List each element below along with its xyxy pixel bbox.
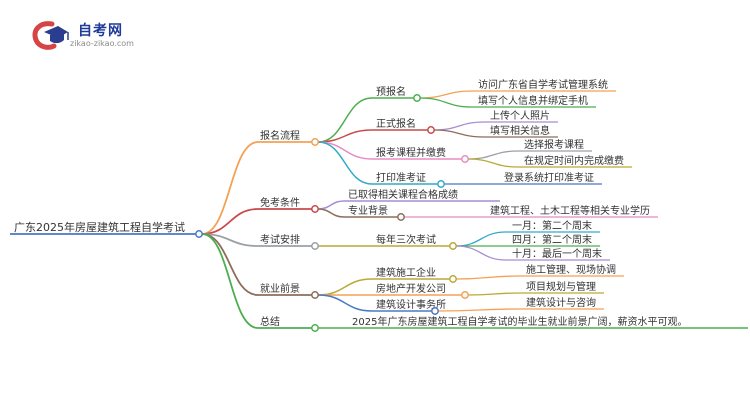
child-0-0-link-0 — [419, 90, 473, 99]
brand-logo[interactable]: 自考网 zikao-zikao.com — [30, 18, 150, 54]
leaf-node-2-0-0[interactable]: 一月：第二个周末 — [512, 219, 592, 232]
branch-3-link-2 — [317, 294, 373, 312]
branch-node-3[interactable]: 就业前景 — [260, 282, 300, 295]
branch-node-0[interactable]: 报名流程 — [260, 129, 300, 142]
child-3-0-link-0 — [455, 275, 521, 280]
branch-0-link-3 — [317, 141, 373, 185]
child-node-1-1[interactable]: 专业背景 — [348, 204, 388, 217]
root-node-dot[interactable] — [195, 230, 203, 238]
child-node-dot-3-1[interactable] — [461, 291, 469, 299]
child-node-dot-3-0[interactable] — [449, 275, 457, 283]
leaf-node-3-1-0[interactable]: 项目规划与管理 — [526, 280, 596, 293]
child-node-3-0[interactable]: 建筑施工企业 — [376, 266, 436, 279]
leaf-node-0-1-1[interactable]: 填写相关信息 — [490, 124, 550, 137]
branch-node-4[interactable]: 总结 — [260, 315, 280, 328]
branch-node-dot-3[interactable] — [311, 291, 319, 299]
leaf-node-0-0-0[interactable]: 访问广东省自学考试管理系统 — [478, 78, 608, 91]
child-0-1-link-1 — [433, 129, 485, 138]
branch-node-dot-1[interactable] — [311, 205, 319, 213]
leaf-node-0-0-1[interactable]: 填写个人信息并绑定手机 — [478, 94, 588, 107]
child-node-dot-0-1[interactable] — [427, 126, 435, 134]
child-node-dot-2-0[interactable] — [449, 242, 457, 250]
branch-0-link-0 — [317, 97, 373, 143]
leaf-node-2-0-1[interactable]: 四月：第二个周末 — [512, 233, 592, 246]
child-node-0-1[interactable]: 正式报名 — [376, 117, 416, 130]
child-3-1-link-0 — [467, 292, 521, 296]
leaf-node-1-1-0[interactable]: 建筑工程、土木工程等相关专业学历 — [490, 204, 650, 217]
child-2-0-link-2 — [455, 245, 507, 261]
child-0-0-link-1 — [419, 97, 473, 108]
child-node-dot-1-1[interactable] — [397, 213, 405, 221]
child-0-2-link-0 — [467, 150, 519, 160]
branch-1-link-1 — [317, 208, 345, 218]
child-node-dot-3-2[interactable] — [431, 307, 439, 315]
child-0-1-link-0 — [433, 121, 485, 131]
root-link-2 — [201, 233, 259, 247]
child-node-3-2[interactable]: 建筑设计事务所 — [376, 298, 446, 311]
child-node-3-1[interactable]: 房地产开发公司 — [376, 282, 446, 295]
child-node-4-0[interactable]: 2025年广东房屋建筑工程自学考试的毕业生就业前景广阔，薪资水平可观。 — [352, 315, 687, 328]
leaf-node-0-2-1[interactable]: 在规定时间内完成缴费 — [524, 154, 624, 167]
branch-node-1[interactable]: 免考条件 — [260, 196, 300, 209]
branch-0-link-2 — [317, 141, 373, 160]
child-node-0-2[interactable]: 报考课程并缴费 — [376, 146, 446, 159]
branch-node-dot-4[interactable] — [311, 324, 319, 332]
branch-1-link-0 — [317, 200, 345, 210]
branch-node-2[interactable]: 考试安排 — [260, 233, 300, 246]
child-0-2-link-1 — [467, 158, 519, 168]
child-node-dot-0-0[interactable] — [413, 94, 421, 102]
branch-node-dot-2[interactable] — [311, 242, 319, 250]
branch-3-link-0 — [317, 278, 373, 296]
leaf-node-3-2-0[interactable]: 建筑设计与咨询 — [526, 296, 596, 309]
root-node-label[interactable]: 广东2025年房屋建筑工程自学考试 — [14, 220, 185, 234]
brand-url: zikao-zikao.com — [70, 39, 134, 48]
leaf-node-2-0-2[interactable]: 十月：最后一个周末 — [512, 247, 602, 260]
child-3-2-link-0 — [437, 308, 521, 312]
root-link-3 — [201, 233, 259, 296]
root-link-4 — [201, 233, 259, 329]
graduation-cap-icon — [32, 21, 69, 50]
brand-name: 自考网 — [78, 23, 123, 39]
leaf-node-0-3-0[interactable]: 登录系统打印准考证 — [504, 171, 594, 184]
child-node-dot-0-2[interactable] — [461, 155, 469, 163]
leaf-node-0-1-0[interactable]: 上传个人照片 — [490, 109, 550, 122]
root-link-1 — [201, 208, 259, 235]
root-link-0 — [201, 141, 259, 235]
child-node-0-0[interactable]: 预报名 — [376, 85, 406, 98]
leaf-node-3-0-0[interactable]: 施工管理、现场协调 — [526, 263, 616, 276]
child-2-0-link-0 — [455, 231, 507, 247]
child-node-dot-0-3[interactable] — [437, 180, 445, 188]
mindmap-nodes: 广东2025年房屋建筑工程自学考试 报名流程 预报名 访问广东省自学考试管理系统填写个… — [14, 78, 687, 332]
mindmap-links — [10, 90, 748, 329]
leaf-node-0-2-0[interactable]: 选择报考课程 — [524, 138, 584, 151]
child-node-2-0[interactable]: 每年三次考试 — [376, 233, 436, 246]
child-node-0-3[interactable]: 打印准考证 — [376, 171, 426, 184]
branch-node-dot-0[interactable] — [311, 138, 319, 146]
child-node-1-0[interactable]: 已取得相关课程合格成绩 — [348, 188, 458, 201]
